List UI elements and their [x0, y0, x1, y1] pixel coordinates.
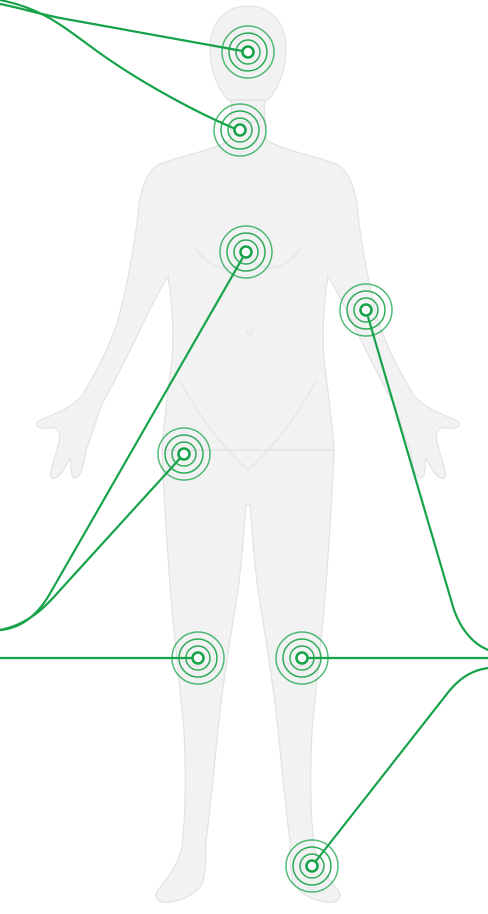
target-rings-icon [307, 861, 318, 872]
figure-torso-arms [36, 100, 459, 478]
figure-legs [156, 450, 340, 902]
target-rings-icon [297, 653, 308, 664]
target-rings-icon [193, 653, 204, 664]
target-rings-icon [361, 305, 372, 316]
target-rings-icon [241, 247, 252, 258]
target-rings-icon [243, 47, 254, 58]
human-figure [36, 6, 459, 902]
leader-neck [0, 0, 238, 130]
leader-left-hip [0, 454, 184, 630]
leader-right-ankle [312, 668, 488, 866]
target-rings-icon [179, 449, 190, 460]
target-rings-icon [235, 125, 246, 136]
